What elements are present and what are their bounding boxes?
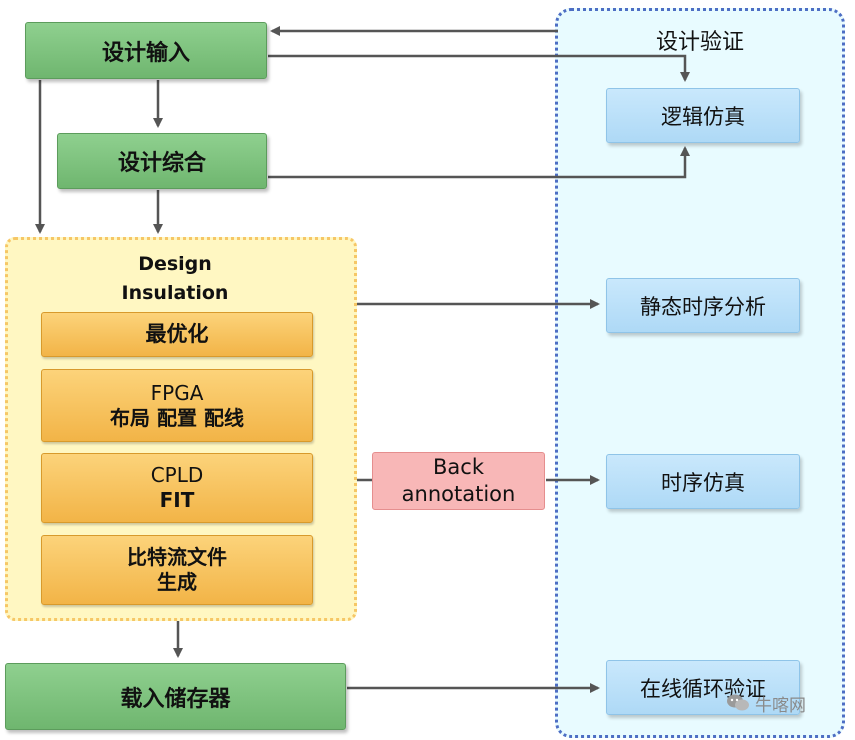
bitstream-label: 比特流文件 [127,545,227,569]
cpld-step: CPLD FIT [41,453,313,523]
wechat-icon [727,694,749,711]
watermark-text: 牛喀网 [755,695,806,716]
fpga-step: FPGA 布局 配置 配线 [41,369,313,442]
load-storage-box: 载入储存器 [5,663,346,730]
timing-simulation-box: 时序仿真 [606,454,800,509]
insulation-title-line1: Design [138,253,212,275]
in-circuit-verification-box: 在线循环验证 [606,660,800,715]
arrow-synthesis-to-logic-sim [268,146,690,179]
static-timing-analysis-box: 静态时序分析 [606,278,800,333]
bitstream-sub-label: 生成 [157,570,197,594]
fpga-sub-label: 布局 配置 配线 [110,405,244,430]
verification-title: 设计验证 [655,30,744,55]
back-annotation-box: Back annotation [372,452,545,510]
back-annotation-line1: Back [433,454,484,479]
design-synthesis-box: 设计综合 [57,133,267,189]
arrow-input-to-logic-sim [268,54,690,82]
optimization-step: 最优化 [41,312,313,357]
back-annotation-line2: annotation [401,482,516,506]
insulation-title: Design Insulation [100,250,250,307]
cpld-label: CPLD [150,463,204,487]
watermark: 牛喀网 [726,690,836,716]
design-input-box: 设计输入 [25,22,267,79]
optimization-label: 最优化 [145,322,209,347]
logic-simulation-box: 逻辑仿真 [606,88,800,143]
fpga-label: FPGA [150,380,204,405]
insulation-title-line2: Insulation [121,281,229,304]
cpld-sub-label: FIT [159,488,195,512]
bitstream-step: 比特流文件 生成 [41,535,313,605]
